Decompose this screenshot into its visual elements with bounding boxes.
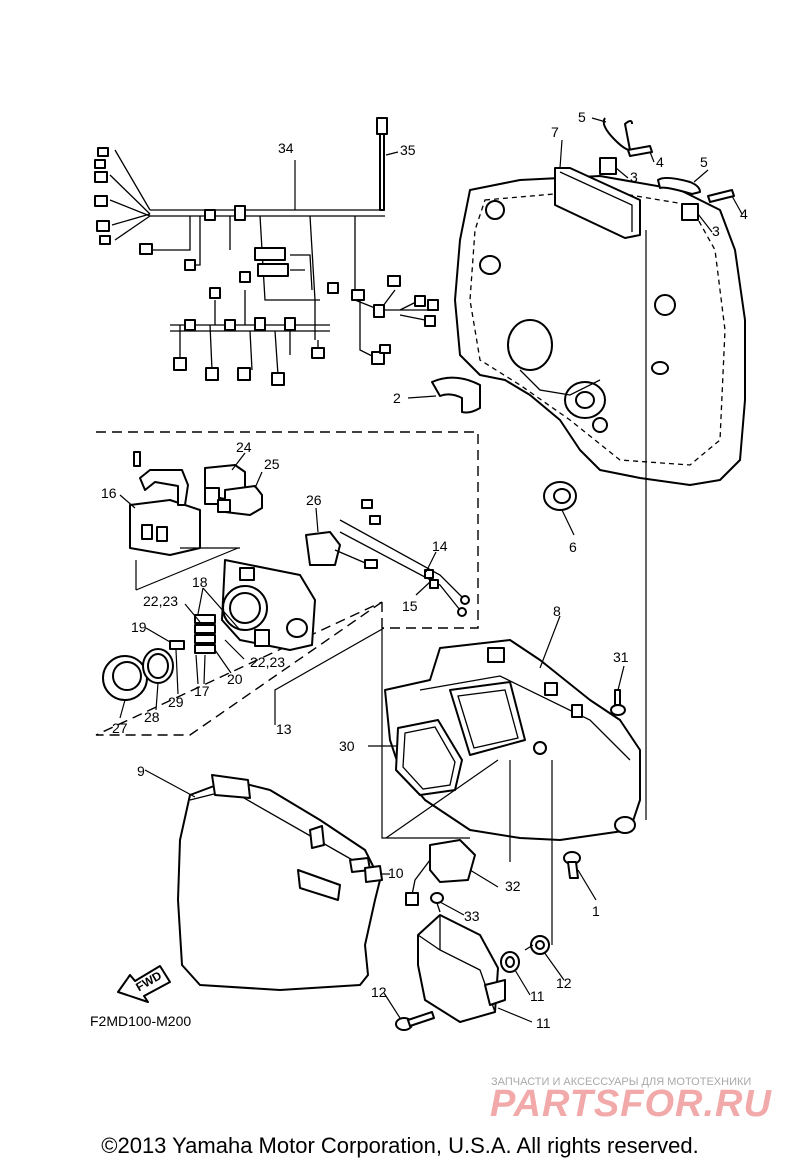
watermark-brand: PARTSFOR.RU <box>490 1083 772 1125</box>
o-ring-28 <box>142 648 174 684</box>
callout-34: 34 <box>278 140 294 156</box>
callout-6: 6 <box>569 539 577 555</box>
callout-33: 33 <box>464 908 480 924</box>
callout-5a: 5 <box>578 109 586 125</box>
callout-25: 25 <box>264 456 280 472</box>
rubber-strip <box>554 167 641 239</box>
cover-18 <box>129 451 201 556</box>
callout-20: 18 <box>192 574 208 590</box>
throttle-body <box>221 559 316 651</box>
fwd-arrow: FWD <box>117 965 171 1003</box>
callout-4b: 4 <box>740 206 748 222</box>
bolt-12 <box>395 1011 435 1031</box>
callouts: 34 35 5 7 4 5 3 4 3 2 6 24 25 16 26 14 1… <box>101 109 748 1031</box>
part-10 <box>364 865 383 883</box>
grommet-13 <box>500 951 520 973</box>
callout-16: 14 <box>432 538 448 554</box>
sensor-26 <box>305 531 378 569</box>
sensor-32 <box>405 839 476 906</box>
bolt-1 <box>563 851 581 879</box>
relay-25 <box>217 485 263 516</box>
callout-18: 16 <box>101 485 117 501</box>
cable-16-17 <box>339 499 470 617</box>
callout-30: 30 <box>339 738 355 754</box>
screw-31 <box>610 689 626 716</box>
rivet-upper <box>627 145 653 157</box>
collar-14 <box>524 935 550 955</box>
callout-24: 24 <box>236 439 252 455</box>
callout-19: 17 <box>194 683 210 699</box>
grommet <box>543 481 577 511</box>
band-upper <box>602 117 633 151</box>
callout-9: 9 <box>137 763 145 779</box>
cover-plate <box>454 175 746 486</box>
callout-7: 7 <box>551 124 559 140</box>
callout-17: 15 <box>402 598 418 614</box>
ecu-11 <box>417 914 506 1023</box>
watermark-tagline: ЗАПЧАСТИ И АКСЕССУАРЫ ДЛЯ МОТОТЕХНИКИ <box>491 1076 751 1088</box>
callout-3b: 3 <box>712 223 720 239</box>
callout-2: 2 <box>393 390 401 406</box>
callout-28: 28 <box>144 709 160 725</box>
callout-27: 27 <box>112 720 128 736</box>
outer-cover <box>177 774 381 991</box>
wire-harness <box>94 147 439 386</box>
callout-22-23a: 22,23 <box>143 593 178 609</box>
callout-13: 11 <box>530 988 545 1004</box>
callout-5b: 5 <box>700 154 708 170</box>
connector-29 <box>169 640 185 650</box>
screw-33 <box>430 892 444 913</box>
assembly-15-boundary <box>95 431 479 736</box>
copyright-notice: ©2013 Yamaha Motor Corporation, U.S.A. A… <box>101 1133 699 1158</box>
callout-32: 32 <box>505 878 521 894</box>
callout-29: 29 <box>168 694 184 710</box>
callout-14: 12 <box>556 975 572 991</box>
callout-22-23b: 22,23 <box>250 654 285 670</box>
clamp-upper <box>599 157 617 175</box>
callout-3a: 3 <box>630 169 638 185</box>
callout-35: 35 <box>400 142 416 158</box>
callout-15: 13 <box>276 721 292 737</box>
callout-4a: 4 <box>656 154 664 170</box>
callout-26: 26 <box>306 492 322 508</box>
half-grommet <box>431 376 481 414</box>
callout-12: 12 <box>371 984 387 1000</box>
callout-8: 8 <box>553 603 561 619</box>
callout-10: 10 <box>388 865 404 881</box>
cap-27 <box>102 655 148 701</box>
callout-21b: 20 <box>227 671 243 687</box>
diagram-code: F2MD100-M200 <box>90 1013 191 1029</box>
callout-21a: 19 <box>131 619 147 635</box>
cable-tie <box>376 117 388 211</box>
callout-1: 1 <box>592 903 600 919</box>
rivet-lower <box>707 189 735 203</box>
clamp-lower <box>681 203 699 221</box>
callout-31: 31 <box>613 649 629 665</box>
band-lower <box>657 176 701 195</box>
terminal-block-19 <box>194 614 216 654</box>
callout-11: 11 <box>536 1015 551 1031</box>
